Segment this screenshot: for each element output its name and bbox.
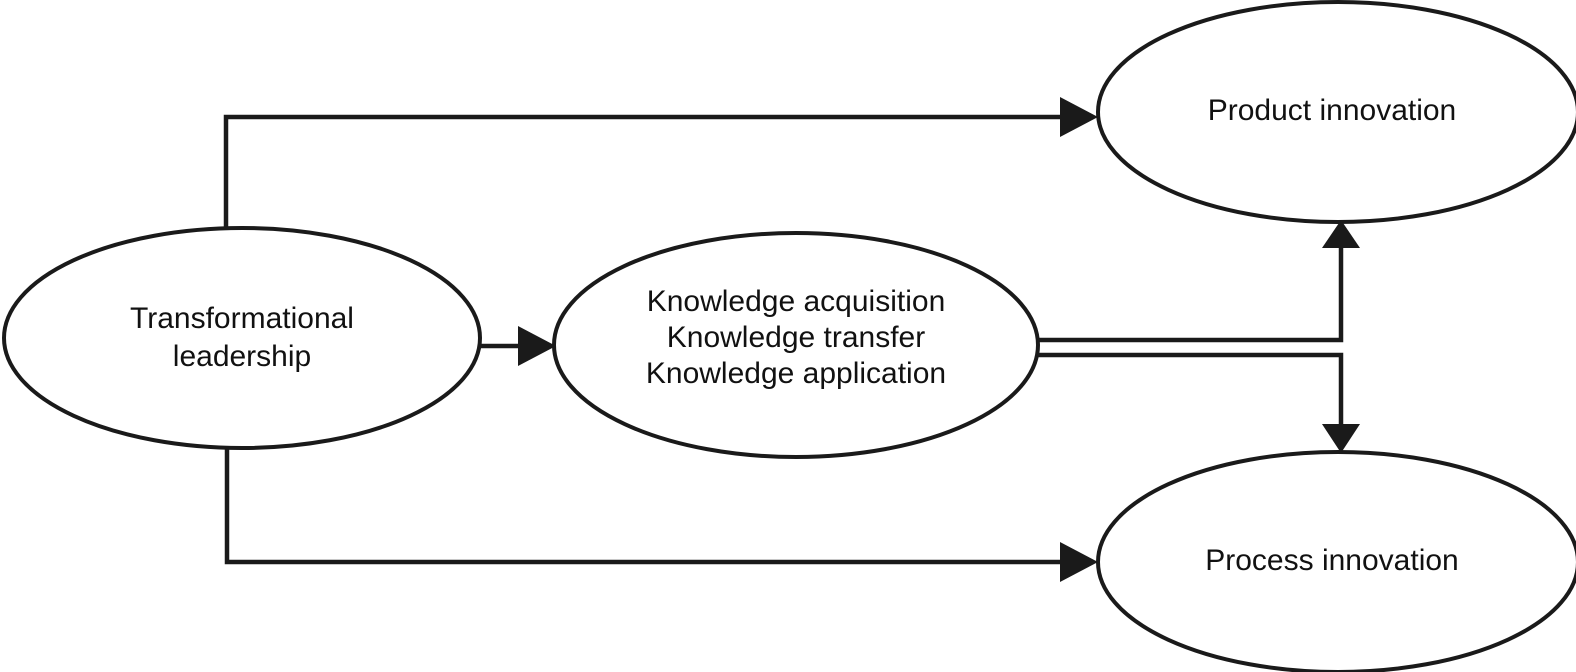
arrowhead-product-from-knowledge — [1322, 220, 1360, 248]
arrowhead-knowledge-from-leadership — [518, 326, 556, 366]
node-transformational-leadership[interactable]: Transformational leadership — [2, 226, 482, 450]
edge-knowledge-to-process — [1032, 352, 1360, 453]
edge-leadership-to-knowledge — [478, 326, 556, 366]
edge-leadership-to-product — [223, 97, 1098, 230]
knowledge-management-label-line-2: Knowledge transfer — [667, 321, 926, 354]
product-innovation-label: Product innovation — [1208, 94, 1457, 127]
node-process-innovation[interactable]: Process innovation — [1096, 450, 1576, 672]
knowledge-management-label-line-1: Knowledge acquisition — [647, 285, 946, 318]
node-knowledge-management[interactable]: Knowledge acquisition Knowledge transfer… — [552, 231, 1040, 459]
process-innovation-label: Process innovation — [1205, 544, 1458, 577]
edge-leadership-to-product-line — [223, 114, 1080, 230]
arrowhead-process-from-knowledge — [1322, 424, 1360, 453]
edge-leadership-to-process — [224, 447, 1098, 582]
knowledge-management-label-line-3: Knowledge application — [646, 357, 946, 390]
transformational-leadership-label-line-1: Transformational — [130, 302, 354, 335]
arrowhead-process-from-leadership — [1060, 542, 1098, 582]
edge-knowledge-to-process-line — [1032, 352, 1344, 424]
edge-knowledge-to-product — [1032, 220, 1360, 343]
node-product-innovation[interactable]: Product innovation — [1096, 0, 1576, 224]
product-innovation-ellipse[interactable] — [1096, 0, 1576, 224]
process-innovation-ellipse[interactable] — [1096, 450, 1576, 672]
transformational-leadership-ellipse[interactable] — [2, 226, 482, 450]
edge-knowledge-to-product-line — [1032, 247, 1344, 343]
edge-leadership-to-process-line — [224, 447, 1080, 565]
knowledge-management-ellipse[interactable] — [552, 231, 1040, 459]
transformational-leadership-label-line-2: leadership — [173, 340, 311, 373]
arrowhead-product-from-leadership — [1060, 97, 1098, 137]
